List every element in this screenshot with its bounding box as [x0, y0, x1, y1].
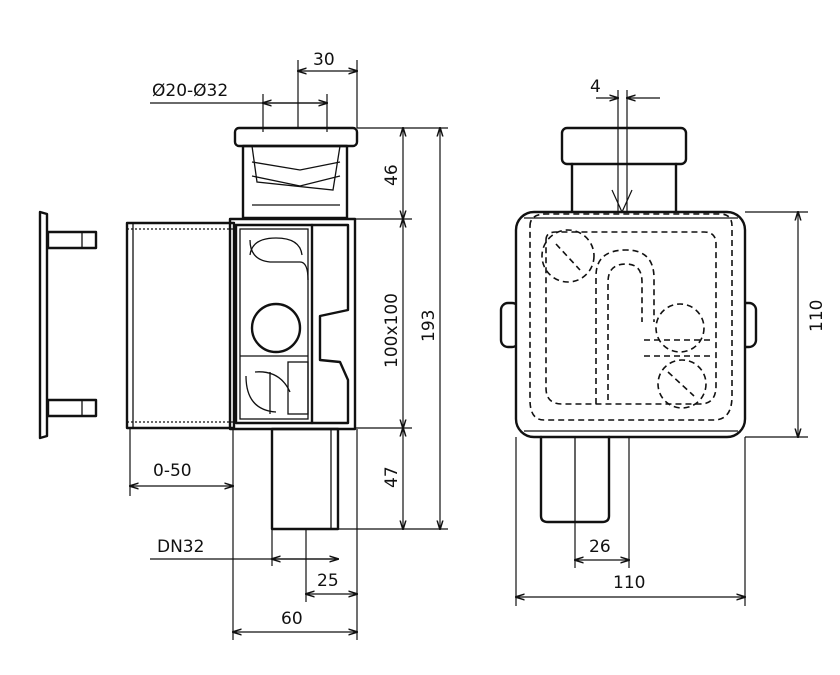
pipe-label-text: DN32	[157, 537, 204, 557]
pipe-label: DN32	[150, 537, 338, 559]
dim-outlet-offset: 25	[306, 429, 357, 640]
dim-top-height-label: 46	[382, 164, 402, 186]
dim-top-width: 30	[298, 50, 357, 128]
front-view: 4 110 26 110	[499, 77, 827, 606]
dim-height-label: 110	[807, 300, 827, 332]
dim-total-height: 193	[419, 128, 440, 529]
hidden-internals	[529, 213, 733, 421]
wall-plate	[38, 210, 98, 440]
dim-height: 110	[745, 212, 827, 437]
dim-width: 110	[516, 437, 745, 606]
dim-offset: 4	[590, 77, 660, 214]
dim-front-outlet-offset-label: 26	[589, 537, 611, 557]
dim-wall-depth-label: 0-50	[153, 461, 192, 481]
dim-top-width-label: 30	[313, 50, 335, 70]
dim-wall-depth: 0-50	[130, 428, 233, 640]
dim-offset-label: 4	[590, 77, 601, 97]
dim-body-size-label: 100x100	[382, 293, 402, 368]
dim-width-label: 110	[613, 573, 645, 593]
top-cap	[560, 126, 688, 166]
dim-body-depth-label: 60	[281, 609, 303, 629]
dim-front-outlet-offset: 26	[575, 437, 629, 568]
body-section	[228, 217, 357, 431]
telescopic-sleeve	[125, 221, 236, 430]
front-outlet	[539, 435, 611, 524]
dim-top-height: 46	[382, 128, 403, 219]
dim-inlet-range-label: Ø20-Ø32	[152, 81, 228, 101]
body-front	[514, 210, 747, 439]
dim-body-depth: 60	[233, 609, 357, 632]
bottom-outlet	[270, 427, 340, 531]
dim-bottom-height-label: 47	[382, 466, 402, 488]
dim-outlet-offset-label: 25	[317, 571, 339, 591]
dim-total-height-label: 193	[419, 310, 439, 342]
dim-inlet-range: Ø20-Ø32	[150, 81, 327, 132]
side-view: Ø20-Ø32 30 46 100x100 47	[38, 50, 448, 640]
top-inlet	[233, 126, 359, 220]
dim-bottom-height: 47	[382, 428, 403, 529]
dim-body-size: 100x100	[382, 219, 403, 428]
